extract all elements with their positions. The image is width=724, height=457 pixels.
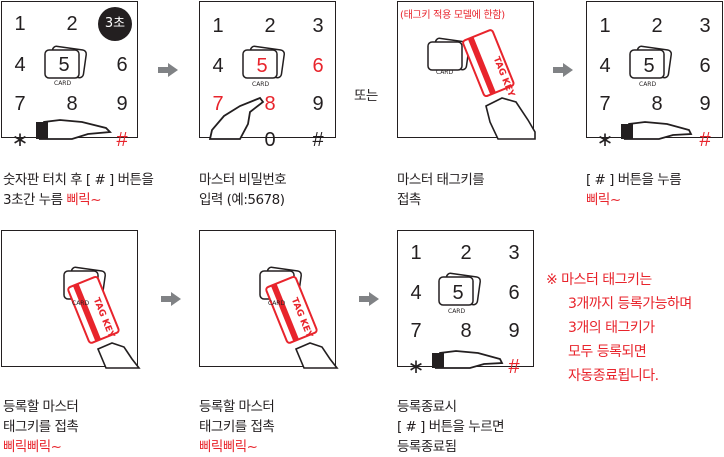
step3-caption: 마스터 태그키를 접촉 xyxy=(397,172,485,208)
key-9: 9 xyxy=(116,93,128,115)
key-1: 1 xyxy=(599,15,611,37)
card-label: CARD xyxy=(448,308,466,315)
key-3: 3 xyxy=(699,15,711,37)
arrow-right-icon xyxy=(359,292,379,306)
key-8: 8 xyxy=(651,93,663,115)
key-2: 2 xyxy=(651,15,663,37)
key-4: 4 xyxy=(599,55,611,77)
keypad-panel-step4: 1 2 3 4 6 7 8 9 ∗ # 5 CARD xyxy=(586,1,723,150)
card-key-5: 5 xyxy=(643,55,655,77)
key-6: 6 xyxy=(116,54,128,76)
tag-key-card-icon xyxy=(67,275,120,344)
keypad-graphics xyxy=(432,272,504,369)
holding-hand-icon xyxy=(485,97,536,140)
key-star: ∗ xyxy=(596,129,614,151)
key-1: 1 xyxy=(212,15,224,37)
pointing-hand-icon xyxy=(36,119,112,140)
step7-caption: 등록종료시 [ # ] 버튼을 누르면 등록종료됨 xyxy=(397,399,505,455)
pointing-hand-icon xyxy=(432,350,504,369)
key-1: 1 xyxy=(410,242,422,264)
key-4: 4 xyxy=(212,55,224,77)
key-9: 9 xyxy=(312,93,324,115)
step4-caption: [ # ] 버튼을 누름 삐릭~ xyxy=(586,172,682,208)
key-hash: # xyxy=(508,356,520,378)
card-key-5: 5 xyxy=(58,54,70,76)
card-label: CARD xyxy=(252,81,270,88)
tag-graphics xyxy=(259,266,339,369)
key-2: 2 xyxy=(460,242,472,264)
key-7: 7 xyxy=(14,93,26,115)
tag-panel-step6: CARD TAG KEY xyxy=(199,230,339,369)
tag-panel-step5: CARD TAG KEY xyxy=(1,230,141,369)
card-reader-icon xyxy=(242,45,286,79)
keypad-graphics xyxy=(36,45,112,140)
or-label: 또는 xyxy=(354,88,378,104)
key-8: 8 xyxy=(66,93,78,115)
key-8: 8 xyxy=(460,320,472,342)
tag-key-card-icon xyxy=(462,29,515,98)
key-star: ∗ xyxy=(407,356,425,378)
beep-sound: 삐릭~ xyxy=(586,192,621,208)
keypad-graphics xyxy=(621,45,693,140)
key-3: 3 xyxy=(312,15,324,37)
key-star: ∗ xyxy=(11,129,29,151)
step5-caption: 등록할 마스터 태그키를 접촉 삐릭삐릭~ xyxy=(3,399,79,455)
key-2: 2 xyxy=(66,13,78,35)
card-label: CARD xyxy=(72,300,90,307)
key-9: 9 xyxy=(699,93,711,115)
arrow-right-icon xyxy=(553,63,573,77)
key-2: 2 xyxy=(264,15,276,37)
arrow-right-icon xyxy=(161,292,181,306)
tag-graphics xyxy=(427,29,536,140)
pointing-hand-icon xyxy=(208,96,265,140)
step1-caption: 숫자판 터치 후 [ # ] 버튼을 3초간 누름 삐릭~ xyxy=(3,172,154,208)
key-7: 7 xyxy=(410,320,422,342)
key-9: 9 xyxy=(508,320,520,342)
keypad-panel-step2: 1 2 3 4 6 7 8 9 0 # 5 CARD xyxy=(199,1,336,150)
card-label: CARD xyxy=(639,81,657,88)
pointing-hand-icon xyxy=(621,121,693,140)
key-4: 4 xyxy=(410,282,422,304)
key-3: 3 xyxy=(508,242,520,264)
key-hash: # xyxy=(699,129,711,151)
beep-sound: 삐릭삐릭~ xyxy=(199,439,258,455)
beep-sound: 삐릭삐릭~ xyxy=(3,439,62,455)
key-0: 0 xyxy=(264,129,276,151)
key-6: 6 xyxy=(312,55,324,77)
arrow-right-icon xyxy=(158,63,178,77)
tag-panel-step3: CARD TAG KEY xyxy=(397,1,536,140)
keypad-panel-step1: 1 2 3초 4 6 7 8 9 ∗ # 5 CARD xyxy=(1,1,138,150)
key-7: 7 xyxy=(599,93,611,115)
key-hash: # xyxy=(312,129,324,151)
key-6: 6 xyxy=(508,282,520,304)
tag-model-note: (태그키 적용 모델에 한함) xyxy=(400,10,505,21)
card-reader-icon xyxy=(629,45,673,79)
key-7: 7 xyxy=(212,93,224,115)
card-label: CARD xyxy=(268,300,286,307)
card-key-5: 5 xyxy=(256,55,268,77)
key-4: 4 xyxy=(14,54,26,76)
card-key-5: 5 xyxy=(452,282,464,304)
beep-sound: 삐릭~ xyxy=(66,192,102,208)
step2-caption: 마스터 비밀번호 입력 (예:5678) xyxy=(199,172,287,208)
key-hash: # xyxy=(116,129,128,151)
card-label: CARD xyxy=(436,69,454,76)
key-1: 1 xyxy=(14,13,26,35)
keypad-panel-step7: 1 2 3 4 6 7 8 9 ∗ # 5 CARD xyxy=(397,230,534,377)
tag-graphics xyxy=(63,266,141,369)
key-6: 6 xyxy=(699,55,711,77)
key-8: 8 xyxy=(264,93,276,115)
three-second-badge: 3초 xyxy=(98,7,132,41)
card-reader-icon xyxy=(438,272,482,306)
tag-key-card-icon xyxy=(265,275,318,344)
card-reader-icon xyxy=(44,45,88,79)
step6-caption: 등록할 마스터 태그키를 접촉 삐릭삐릭~ xyxy=(199,399,275,455)
keypad-graphics xyxy=(208,45,286,140)
card-label: CARD xyxy=(54,80,72,87)
holding-hand-icon xyxy=(294,342,339,369)
holding-hand-icon xyxy=(96,342,141,369)
